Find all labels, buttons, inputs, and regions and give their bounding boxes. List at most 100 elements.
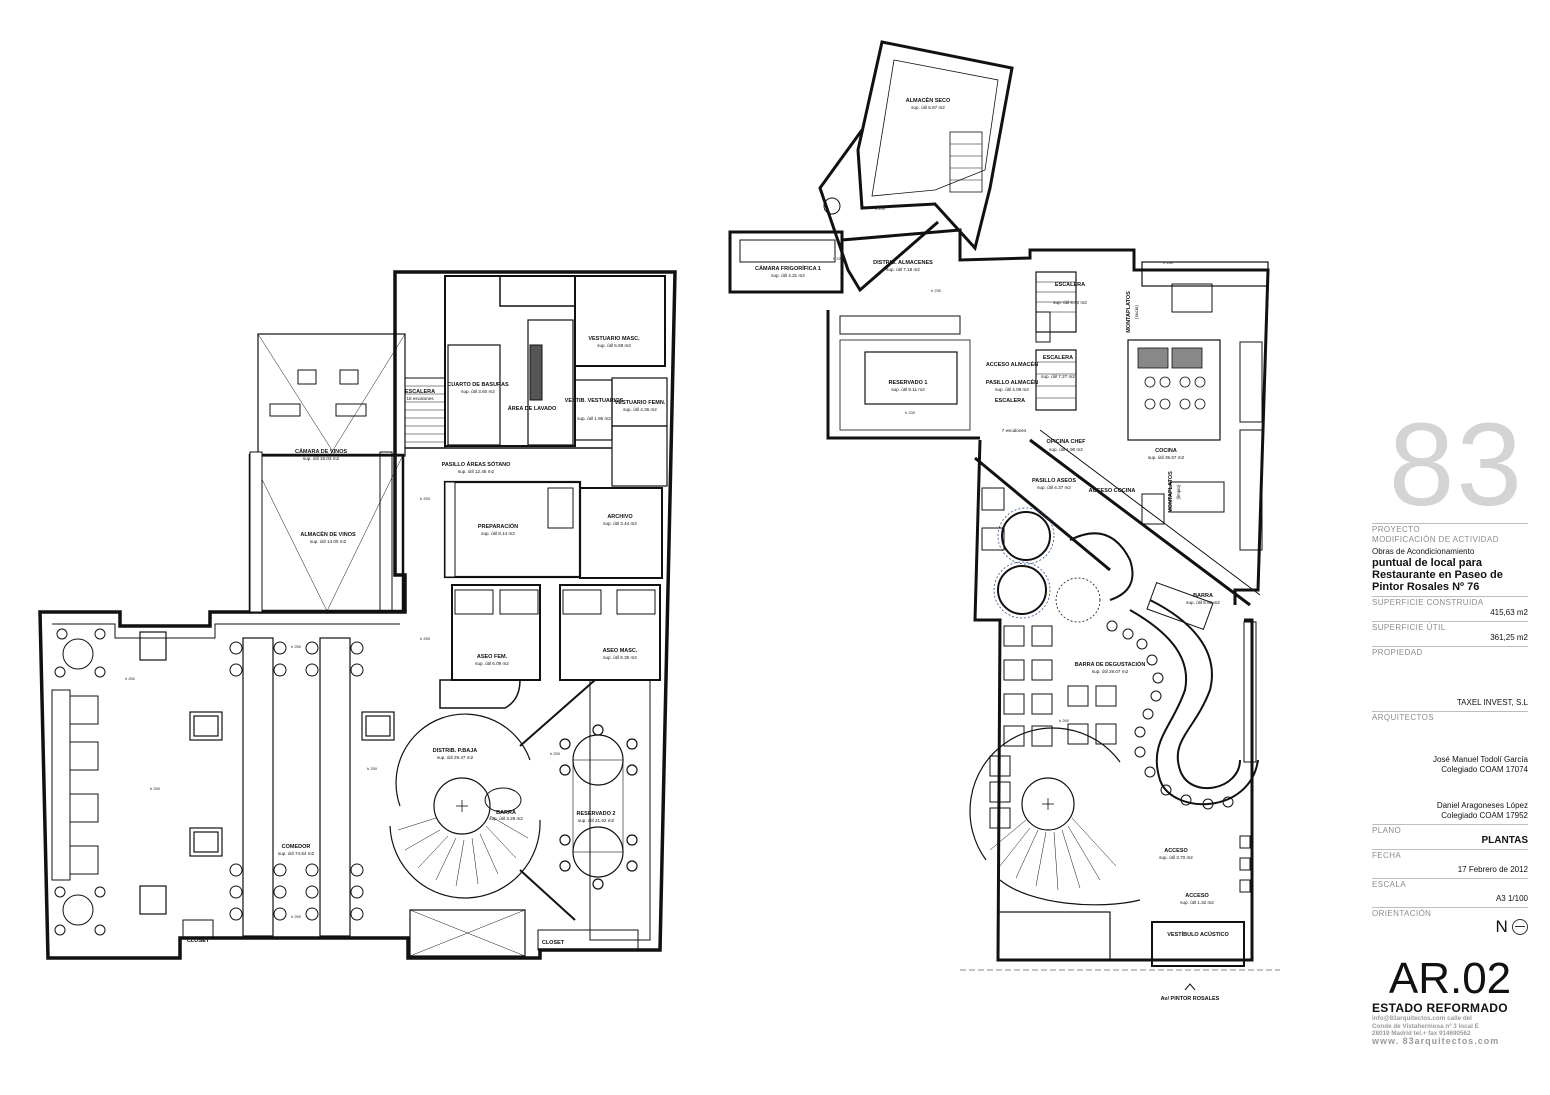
label-acceso-1: ACCESO bbox=[1164, 848, 1188, 854]
north-arrow-icon bbox=[1512, 919, 1528, 935]
label-barra-right-area: sup. útil 5.56 m2 bbox=[1186, 600, 1220, 605]
label-almacen-seco: ALMACÉN SECO bbox=[906, 96, 951, 104]
label-escalones: 7 escalones bbox=[1002, 428, 1027, 433]
contact-line-4: www. 83arquitectos.com bbox=[1372, 1035, 1500, 1046]
architect-2-registration: Colegiado COAM 17952 bbox=[1441, 811, 1528, 820]
label-pasillo-sotano: PASILLO ÁREAS SÓTANO bbox=[442, 460, 512, 468]
architect-1-name: José Manuel Todolí García bbox=[1432, 755, 1528, 764]
label-acceso-2-area: sup. útil 1.32 m2 bbox=[1180, 900, 1214, 905]
label-archivo-area: sup. útil 3.44 m2 bbox=[603, 521, 637, 526]
architect-2-name: Daniel Aragoneses López bbox=[1436, 801, 1528, 810]
label-camara-frig: CÁMARA FRIGORÍFICA 1 bbox=[755, 264, 821, 272]
propiedad-value: TAXEL INVEST, S.L bbox=[1456, 698, 1528, 707]
label-cocina-area: sup. útil 35.67 m2 bbox=[1148, 455, 1185, 460]
label-pasillo-sotano-area: sup. útil 12.45 m2 bbox=[458, 469, 495, 474]
contact-info: info@83arquitectos.com calle del Conde d… bbox=[1372, 1015, 1528, 1045]
sup-construida-value: 415,63 m2 bbox=[1490, 608, 1528, 617]
height-mark: h 250 bbox=[291, 914, 302, 919]
label-escalera-sotano: ESCALERA bbox=[405, 389, 435, 395]
sup-construida-heading: SUPERFICIE CONSTRUIDA bbox=[1372, 598, 1484, 607]
orientacion-heading: ORIENTACIÓN bbox=[1372, 909, 1432, 918]
height-mark: h 250 bbox=[367, 766, 378, 771]
label-almacen-vinos-area: sup. útil 14.00 m2 bbox=[310, 539, 347, 544]
label-barra-degust: BARRA DE DEGUSTACIÓN bbox=[1075, 660, 1146, 668]
left-floor-plan bbox=[38, 270, 677, 960]
label-vestuario-masc: VESTUARIO MASC. bbox=[588, 336, 640, 342]
label-preparacion-area: sup. útil 8.14 m2 bbox=[481, 531, 515, 536]
label-barra-left: BARRA bbox=[496, 810, 516, 816]
comedor-chairs bbox=[229, 641, 364, 921]
height-mark: h 250 bbox=[550, 751, 561, 756]
label-area-lavado: ÁREA DE LAVADO bbox=[508, 405, 557, 412]
label-escalera-2-area: sup. útil 7.27 m2 bbox=[1041, 374, 1075, 379]
label-vestuario-fem: VESTUARIO FEMN. bbox=[615, 400, 666, 406]
height-mark: h 260 bbox=[1059, 718, 1070, 723]
sheet-status: ESTADO REFORMADO bbox=[1372, 1001, 1508, 1015]
architect-1-registration: Colegiado COAM 17074 bbox=[1441, 765, 1528, 774]
plano-heading: PLANO bbox=[1372, 826, 1402, 835]
sheet-code: AR.02 bbox=[1388, 954, 1512, 1003]
height-mark: h 250 bbox=[291, 644, 302, 649]
height-mark: h 250 bbox=[420, 496, 431, 501]
label-camara-vinos: CÁMARA DE VINOS bbox=[295, 448, 347, 455]
proyecto-heading: PROYECTO bbox=[1372, 525, 1420, 534]
height-mark: h 230 bbox=[1163, 260, 1174, 265]
label-reservado-1-area: sup. útil 9.11 m2 bbox=[891, 387, 925, 392]
label-acceso-1-area: sup. útil 3.70 m2 bbox=[1159, 855, 1193, 860]
labels-left: CÁMARA DE VINOS sup. útil 16.03 m2 ALMAC… bbox=[125, 336, 666, 946]
label-vestuario-masc-area: sup. útil 5.68 m2 bbox=[597, 343, 631, 348]
spiral-stair-right bbox=[969, 727, 1141, 906]
project-desc-line-4: Pintor Rosales Nº 76 bbox=[1372, 581, 1480, 593]
label-escalera-sotano-area: 18 escalones bbox=[406, 396, 434, 401]
north-letter: N bbox=[1495, 917, 1508, 936]
label-archivo: ARCHIVO bbox=[607, 514, 633, 520]
contact-line-1: info@83arquitectos.com calle del bbox=[1372, 1015, 1472, 1022]
studio-logo: 83 bbox=[1388, 399, 1524, 531]
label-barra-left-area: sup. útil 3.28 m2 bbox=[489, 816, 523, 821]
project-desc-line-3: Restaurante en Paseo de bbox=[1372, 569, 1503, 581]
label-barra-right: BARRA bbox=[1193, 593, 1213, 599]
label-vestuario-fem-area: sup. útil 4.36 m2 bbox=[623, 407, 657, 412]
height-mark: h 220 bbox=[833, 256, 844, 261]
label-montaplatos-2: MONTAPLATOS bbox=[1168, 471, 1174, 513]
escala-heading: ESCALA bbox=[1372, 880, 1406, 889]
tasting-bar bbox=[1106, 581, 1259, 810]
fecha-heading: FECHA bbox=[1372, 851, 1402, 860]
label-distrib-pbaja: DISTRIB. P.BAJA bbox=[433, 748, 478, 754]
project-desc-line-1: Obras de Acondicionamiento bbox=[1372, 547, 1475, 556]
label-comedor: COMEDOR bbox=[282, 844, 311, 850]
label-reservado-2-area: sup. útil 21.62 m2 bbox=[578, 818, 615, 823]
label-escalera-2: ESCALERA bbox=[1043, 355, 1073, 361]
label-vestib-vestuarios: VESTIB. VESTUARIOS bbox=[565, 398, 624, 404]
label-acceso-cocina: ACCESO COCINA bbox=[1089, 488, 1136, 494]
label-escalera-1: ESCALERA bbox=[1055, 282, 1085, 288]
sup-util-heading: SUPERFICIE ÚTIL bbox=[1372, 623, 1446, 632]
height-mark: h 250 bbox=[125, 676, 136, 681]
height-mark: h 250 bbox=[875, 206, 886, 211]
label-distrib-almacenes: DISTRIB. ALMACENES bbox=[873, 260, 933, 266]
label-acceso-2: ACCESO bbox=[1185, 893, 1209, 899]
contact-line-3: 28019 Madrid tel.+ fax 914690562 bbox=[1372, 1030, 1471, 1037]
label-almacen-vinos: ALMACÉN DE VINOS bbox=[300, 530, 356, 538]
label-cuarto-basuras-area: sup. útil 3.60 m2 bbox=[461, 389, 495, 394]
label-aseo-fem-area: sup. útil 6.09 m2 bbox=[475, 661, 509, 666]
contact-line-2: Conde de Vistahermosa nº 3 local E bbox=[1372, 1022, 1479, 1030]
label-cuarto-basuras: CUARTO DE BASURAS bbox=[447, 382, 509, 388]
label-pasillo-aseos-area: sup. útil 4.37 m2 bbox=[1037, 485, 1071, 490]
label-comedor-area: sup. útil 74.64 m2 bbox=[278, 851, 315, 856]
label-aseo-masc: ASEO MASC. bbox=[603, 648, 638, 654]
plano-value: PLANTAS bbox=[1481, 835, 1528, 846]
escala-value: A3 1/100 bbox=[1495, 894, 1528, 903]
label-pasillo-almacen: PASILLO ALMACÉN bbox=[986, 378, 1038, 386]
sup-util-value: 361,25 m2 bbox=[1490, 633, 1528, 642]
label-camara-vinos-area: sup. útil 16.03 m2 bbox=[303, 456, 340, 461]
label-montaplatos-1: MONTAPLATOS bbox=[1126, 291, 1132, 333]
right-floor-plan bbox=[728, 40, 1280, 991]
round-booths bbox=[993, 507, 1134, 623]
propiedad-heading: PROPIEDAD bbox=[1372, 648, 1423, 657]
label-cocina: COCINA bbox=[1155, 448, 1177, 454]
label-closet-1: CLOSET bbox=[187, 938, 210, 944]
label-distrib-pbaja-area: sup. útil 29.47 m2 bbox=[437, 755, 474, 760]
height-mark: h 230 bbox=[905, 410, 916, 415]
